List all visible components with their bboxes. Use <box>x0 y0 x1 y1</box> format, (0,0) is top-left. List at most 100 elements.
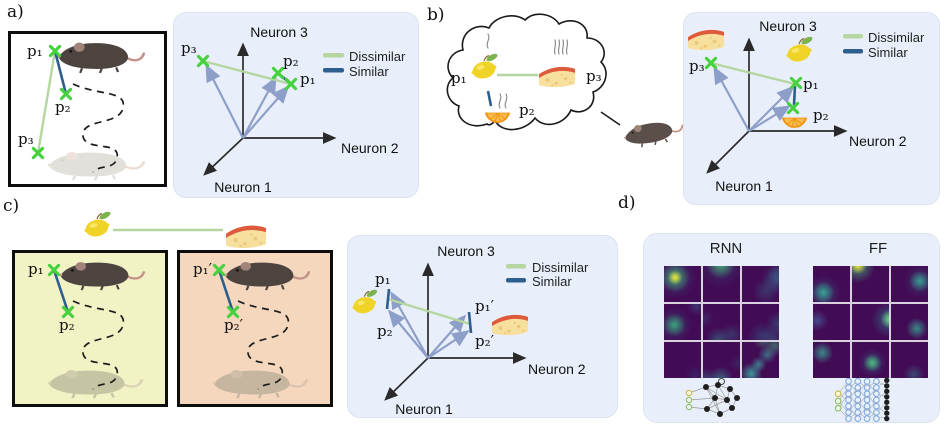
bubble-pointer-line <box>600 111 621 126</box>
axis-label-neuron1: Neuron 1 <box>395 401 453 417</box>
point-label-p2-prime: p₂′ <box>224 316 244 334</box>
axis-label-neuron2: Neuron 2 <box>341 140 399 156</box>
point-label-p2: p₂ <box>55 98 71 116</box>
heatmap-tile <box>703 266 740 302</box>
rnn-heatmap-grid <box>664 266 779 378</box>
recurrent-self-loop <box>718 378 725 385</box>
point-label-p3: p₃ <box>586 67 602 85</box>
similar-bar-context1 <box>385 288 391 310</box>
dissimilar-swatch <box>843 34 863 39</box>
lemon-icon <box>785 34 815 65</box>
cheese-icon <box>491 314 529 336</box>
legend-dissimilar: Dissimilar <box>868 30 925 45</box>
similar-swatch <box>323 68 344 73</box>
rnn-hidden-nodes <box>703 382 740 417</box>
population-vectors <box>205 64 290 139</box>
dissimilar-swatch <box>506 264 526 269</box>
axis-label-neuron3: Neuron 3 <box>437 243 495 259</box>
point-label-p1: p₁ <box>27 42 43 60</box>
ff-network-icon <box>834 378 890 422</box>
state-marker-p2 <box>271 66 285 80</box>
point-label-p2: p₂ <box>283 52 299 70</box>
heatmap-tile <box>852 304 889 340</box>
legend: Dissimilar Similar <box>843 30 925 60</box>
cheese-icon <box>226 225 266 249</box>
heatmap-tile <box>703 304 740 340</box>
trajectory-path <box>72 83 125 173</box>
heatmap-tile <box>664 266 701 302</box>
axis-label-neuron3: Neuron 3 <box>250 24 308 40</box>
similar-swatch <box>506 278 526 283</box>
scent-squiggle-lemon <box>486 33 490 49</box>
axis-label-neuron2: Neuron 2 <box>528 361 586 377</box>
heatmap-tile <box>703 342 740 378</box>
similar-link <box>792 85 797 106</box>
lemon-icon <box>83 209 113 240</box>
state-space-plot-b: Neuron 3 Neuron 2 Neuron 1 p₃ p₁ p₂ Diss… <box>683 12 940 205</box>
heatmap-tile <box>891 304 928 340</box>
cheese-icon <box>687 29 725 51</box>
dissimilar-link <box>36 50 57 154</box>
dissimilar-link <box>202 59 292 86</box>
point-label-p2: p₂ <box>519 101 535 119</box>
heatmap-tile <box>813 304 850 340</box>
similar-bar-context2 <box>467 311 473 334</box>
ff-heatmap-grid <box>813 266 928 378</box>
heatmap-tile <box>891 342 928 378</box>
legend-similar: Similar <box>868 45 908 60</box>
heatmap-tile <box>813 342 850 378</box>
white-mouse-icon <box>47 152 144 181</box>
arena-context1: p₁ p₂ <box>12 250 168 407</box>
scent-squiggle-cheese <box>553 39 569 55</box>
state-space-plot-c: Neuron 3 Neuron 2 Neuron 1 p₁ p₂ p₁′ p₂′… <box>347 235 618 418</box>
arena-a-scene: p₁ p₂ p₃ <box>18 42 145 181</box>
panel-a-label: a) <box>7 2 24 22</box>
mouse-icon <box>622 117 686 150</box>
black-mouse-icon <box>224 262 310 291</box>
arena-a: p₁ p₂ p₃ <box>8 31 167 187</box>
rnn-network-icon <box>685 378 740 417</box>
lemon-icon <box>351 287 379 317</box>
orange-icon <box>781 117 808 129</box>
ghost-mouse-icon <box>47 370 143 399</box>
heatmap-tile <box>891 266 928 302</box>
heatmap-tile <box>742 304 779 340</box>
ff-title: FF <box>868 240 888 257</box>
axes <box>203 42 337 176</box>
arena-c1-scene: p₁ p₂ <box>28 260 145 399</box>
panel-b-label: b) <box>427 5 445 25</box>
trajectory-path <box>237 300 290 390</box>
axis-label-neuron1: Neuron 1 <box>715 178 773 194</box>
scent-squiggle-orange <box>498 93 508 109</box>
point-label-p1-prime: p₁′ <box>475 297 495 315</box>
dissimilar-swatch <box>323 53 344 58</box>
dissimilar-link <box>710 61 796 86</box>
panel-d-label: d) <box>618 193 636 213</box>
point-label-p2: p₂ <box>377 322 393 340</box>
plot-a-scene: Neuron 3 Neuron 2 Neuron 1 p₃ p₂ p₁ Diss… <box>181 24 406 195</box>
ff-output-nodes <box>884 378 890 422</box>
legend-similar: Similar <box>349 64 389 79</box>
population-vectors <box>713 66 795 132</box>
arena-c2-scene: p₁′ p₂′ <box>193 260 310 399</box>
heatmap-tile <box>664 304 701 340</box>
network-panel: RNN FF <box>643 233 940 423</box>
black-mouse-icon <box>57 42 145 73</box>
plot-b-scene: Neuron 3 Neuron 2 Neuron 1 p₃ p₁ p₂ Diss… <box>687 18 925 194</box>
point-label-p3: p₃ <box>689 57 705 75</box>
trajectory-path <box>72 300 125 390</box>
similar-link <box>486 90 493 107</box>
plot-c-scene: Neuron 3 Neuron 2 Neuron 1 p₁ p₂ p₁′ p₂′… <box>351 243 589 417</box>
point-label-p3: p₃ <box>181 39 197 57</box>
legend-dissimilar: Dissimilar <box>532 260 589 275</box>
similar-link <box>217 269 235 313</box>
axes <box>706 37 848 174</box>
legend: Dissimilar Similar <box>323 49 406 79</box>
panel-c-label: c) <box>3 196 20 216</box>
heatmap-tile <box>852 342 889 378</box>
similar-link <box>53 50 68 95</box>
point-label-p1: p₁ <box>375 270 391 288</box>
similar-link <box>52 269 70 313</box>
thought-bubble-scene: p₁ p₃ p₂ <box>446 13 686 150</box>
